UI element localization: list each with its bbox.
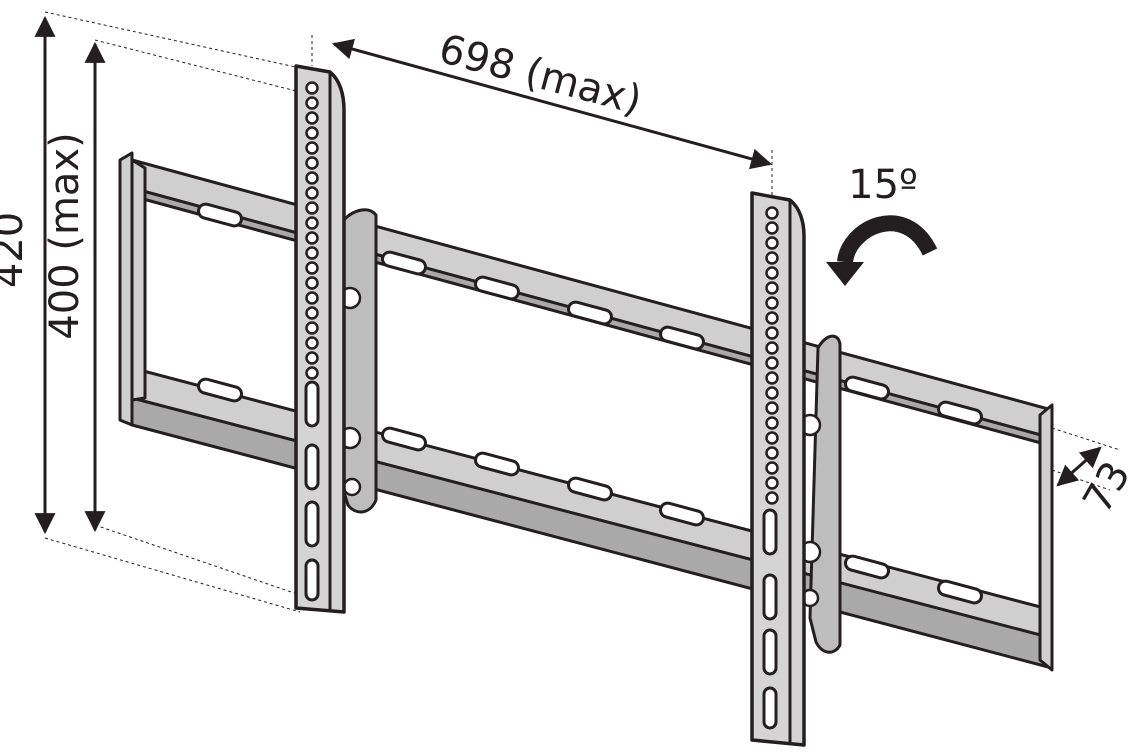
mounting-hole [305,156,319,170]
mounting-hole [305,291,319,305]
left-vertical-arm [294,64,346,614]
right-arm-slots [762,508,778,730]
slot [844,375,890,401]
slot [937,400,983,426]
dimension-arrows [34,15,1102,535]
slot [197,202,243,228]
mounting-hole [305,336,319,350]
mounting-hole [765,401,779,415]
mounting-hole [305,306,319,320]
slot [659,501,705,527]
slot [937,579,983,605]
tilt-label: 15º [848,162,918,208]
slot [381,426,427,452]
mounting-hole [305,171,319,185]
mounting-hole [305,216,319,230]
mounting-hole [765,386,779,400]
mounting-hole [765,206,779,220]
mounting-hole [305,231,319,245]
mounting-hole [305,366,319,380]
mounting-hole [765,221,779,235]
mounting-hole [305,111,319,125]
mounting-hole [305,126,319,140]
width-label: 698 (max) [434,26,646,124]
mounting-hole [765,236,779,250]
mounting-hole [305,321,319,335]
max-height-label: 400 (max) [42,132,88,339]
mounting-hole [765,371,779,385]
mounting-hole [765,281,779,295]
mounting-hole [305,276,319,290]
total-height-label: 420 [0,212,32,288]
mounting-hole [305,96,319,110]
left-arm-slots [304,380,320,602]
mounting-hole [765,476,779,490]
mounting-hole [765,416,779,430]
mounting-hole [765,251,779,265]
mounting-hole [765,296,779,310]
left-arm-holes [305,81,319,380]
mounting-hole [765,326,779,340]
mounting-hole [765,266,779,280]
mounting-hole [765,341,779,355]
right-arm-holes [765,206,779,505]
slot [844,554,890,580]
mounting-hole [305,351,319,365]
mounting-hole [765,491,779,505]
depth-73-arrow [1056,446,1102,487]
mounting-hole [305,261,319,275]
mounting-hole [305,141,319,155]
mounting-hole [305,201,319,215]
slot [474,275,520,301]
slot [659,325,705,351]
mounting-hole [305,246,319,260]
slot [474,451,520,477]
width-698-arrow [331,38,773,170]
mounting-hole [765,446,779,460]
mounting-hole [765,461,779,475]
slot [567,300,613,326]
mounting-hole [765,311,779,325]
wall-plate-slots [197,202,983,605]
mounting-hole [765,431,779,445]
slot [197,377,243,403]
mounting-hole [765,356,779,370]
right-tilt-bracket [798,334,842,654]
mounting-hole [305,81,319,95]
tilt-arrow-icon [826,215,938,286]
mounting-hole [305,186,319,200]
slot [567,476,613,502]
slot [381,250,427,276]
